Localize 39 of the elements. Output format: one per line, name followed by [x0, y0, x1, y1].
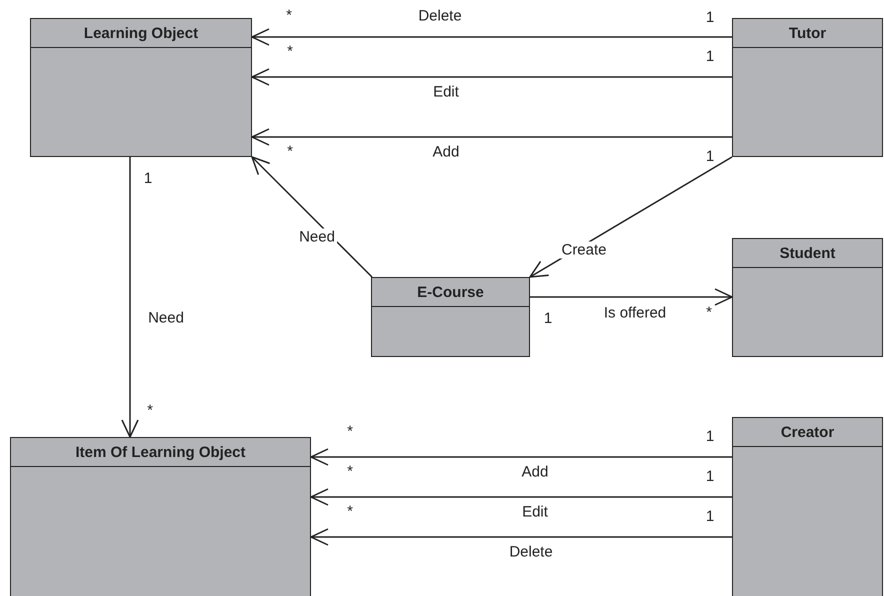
multiplicity-label: *	[706, 305, 712, 321]
multiplicity-label: 1	[706, 509, 714, 525]
multiplicity-label: 1	[544, 311, 552, 327]
multiplicity-label: *	[347, 464, 353, 480]
edge-label: Create	[559, 242, 609, 258]
multiplicity-label: *	[287, 44, 293, 60]
multiplicity-label: *	[147, 403, 153, 419]
multiplicity-label: *	[286, 8, 292, 24]
class-box	[371, 277, 530, 357]
association-arrow	[251, 28, 732, 46]
edge-label: Need	[297, 228, 337, 246]
multiplicity-label: *	[347, 504, 353, 520]
multiplicity-label: 1	[706, 10, 714, 26]
class-box	[732, 417, 883, 596]
class-name: Creator	[780, 424, 834, 440]
association-arrow	[251, 68, 732, 86]
class-box	[30, 18, 252, 157]
class-box	[732, 238, 883, 357]
multiplicity-label: *	[287, 144, 293, 160]
class-box	[732, 18, 883, 157]
multiplicity-label: 1	[706, 429, 714, 445]
class-name: Item Of Learning Object	[75, 444, 246, 460]
association-arrow	[310, 528, 732, 546]
multiplicity-label: 1	[706, 469, 714, 485]
association-arrow	[310, 488, 732, 506]
class-name: Learning Object	[84, 24, 198, 42]
class-name: E-Course	[417, 284, 484, 300]
multiplicity-label: 1	[144, 171, 152, 187]
association-arrow	[530, 288, 733, 306]
class-box	[10, 437, 311, 596]
multiplicity-label: *	[347, 424, 353, 440]
association-arrow	[251, 156, 373, 278]
multiplicity-label: 1	[706, 49, 714, 65]
association-arrow	[121, 157, 139, 438]
association-arrow	[251, 128, 732, 146]
class-name: Student	[780, 244, 836, 262]
association-arrow	[310, 448, 732, 466]
multiplicity-label: 1	[706, 149, 714, 165]
class-name: Tutor	[788, 24, 826, 42]
